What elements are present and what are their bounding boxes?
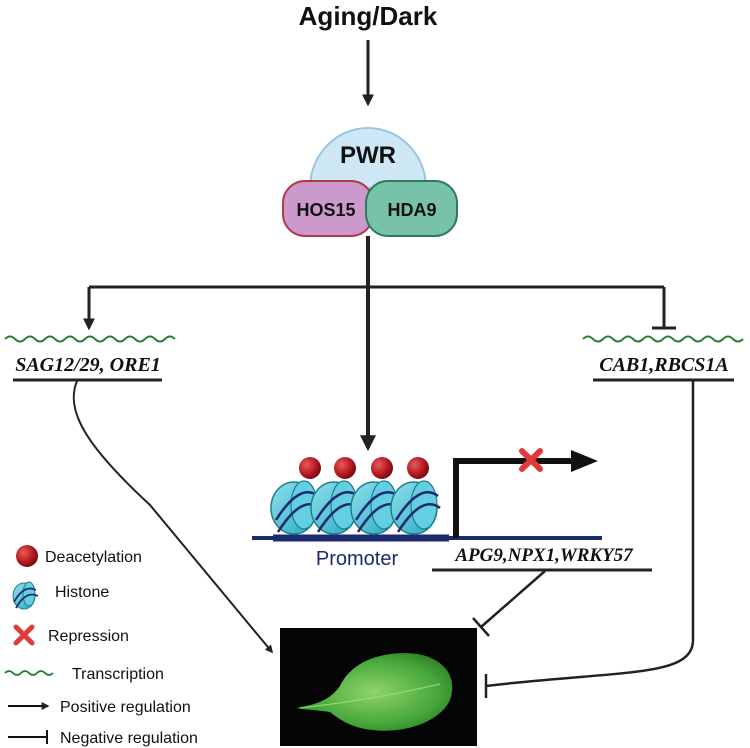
leaf-photo (280, 628, 477, 746)
legend-label-deacetylation: Deacetylation (45, 549, 142, 566)
pwr-dome (308, 127, 428, 189)
transcription-icon (4, 670, 54, 676)
gene-label-right: CAB1,RBCS1A (599, 354, 729, 376)
histone-4 (390, 480, 441, 535)
hos15-label: HOS15 (296, 200, 355, 220)
legend: Deacetylation Histone Repression Transcr… (4, 545, 198, 747)
chromatin-region: Promoter APG9,NPX1,WRKY57 (252, 448, 652, 572)
arrow-sag-to-leaf (72, 380, 274, 654)
inhibit-apg9-to-leaf (480, 570, 546, 628)
deacetylation-ball-4 (407, 457, 429, 479)
legend-label-positive: Positive regulation (60, 699, 191, 716)
repression-x (519, 448, 543, 472)
tss-arrowhead (571, 450, 598, 472)
gene-label-left: SAG12/29, ORE1 (15, 354, 161, 376)
transcription-wave-left (4, 335, 176, 343)
tss-arrow (453, 458, 578, 538)
promoter-label: Promoter (316, 548, 399, 570)
histone-2 (310, 480, 361, 535)
pwr-complex: PWR HOS15 HDA9 (282, 127, 458, 237)
deacetylation-ball-1 (299, 457, 321, 479)
transcription-wave-right (582, 335, 744, 343)
gene-label-bottom: APG9,NPX1,WRKY57 (454, 545, 634, 566)
hda9-box (365, 180, 458, 237)
legend-label-transcription: Transcription (72, 666, 164, 683)
inhibit-bar-apg9-leaf (472, 617, 490, 637)
leaf-shape (296, 653, 453, 731)
legend-label-repression: Repression (48, 628, 129, 645)
histone-icon (12, 581, 39, 610)
legend-label-negative: Negative regulation (60, 730, 198, 747)
deacetylation-icon (16, 545, 38, 567)
inhibit-cab-to-leaf (485, 381, 695, 688)
title-text: Aging/Dark (299, 1, 438, 31)
repression-icon (13, 624, 35, 646)
hda9-label: HDA9 (387, 200, 436, 220)
legend-label-histone: Histone (55, 584, 109, 601)
deacetylation-ball-3 (371, 457, 393, 479)
negative-bar-icon (8, 730, 48, 744)
pwr-label: PWR (340, 142, 396, 169)
deacetylation-ball-2 (334, 457, 356, 479)
